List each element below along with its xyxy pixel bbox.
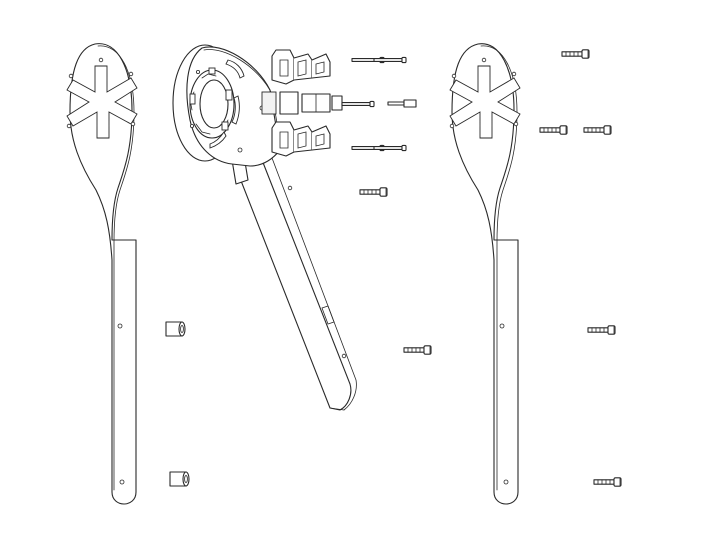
short-bolt	[359, 187, 388, 197]
clamp-bracket-bottom	[271, 121, 331, 157]
pivot-hub-gear	[189, 67, 235, 139]
right-plate-mount-hole	[499, 323, 505, 329]
short-bolt	[539, 125, 568, 135]
short-bolt	[593, 477, 622, 487]
right-arm-plate	[449, 43, 521, 505]
spacer-block	[261, 91, 343, 115]
left-plate-mount-hole	[117, 323, 123, 329]
standoff-spacer	[165, 321, 186, 337]
short-bolt	[587, 325, 616, 335]
long-bolt-2	[341, 100, 375, 108]
left-arm-plate	[66, 43, 138, 505]
short-pin	[387, 99, 417, 108]
short-bolt	[403, 345, 432, 355]
clamp-bracket-top	[271, 49, 331, 85]
short-bolt	[561, 49, 590, 59]
pivot-arm-assembly	[172, 44, 357, 411]
right-plate-end-hole	[503, 479, 509, 485]
right-plate-star-cutout	[449, 57, 521, 139]
left-plate-star-cutout	[66, 57, 138, 139]
long-bolt-1	[351, 56, 407, 64]
left-plate-end-hole	[119, 479, 125, 485]
standoff-spacer	[169, 471, 190, 487]
short-bolt	[583, 125, 612, 135]
long-bolt-3	[351, 144, 407, 152]
